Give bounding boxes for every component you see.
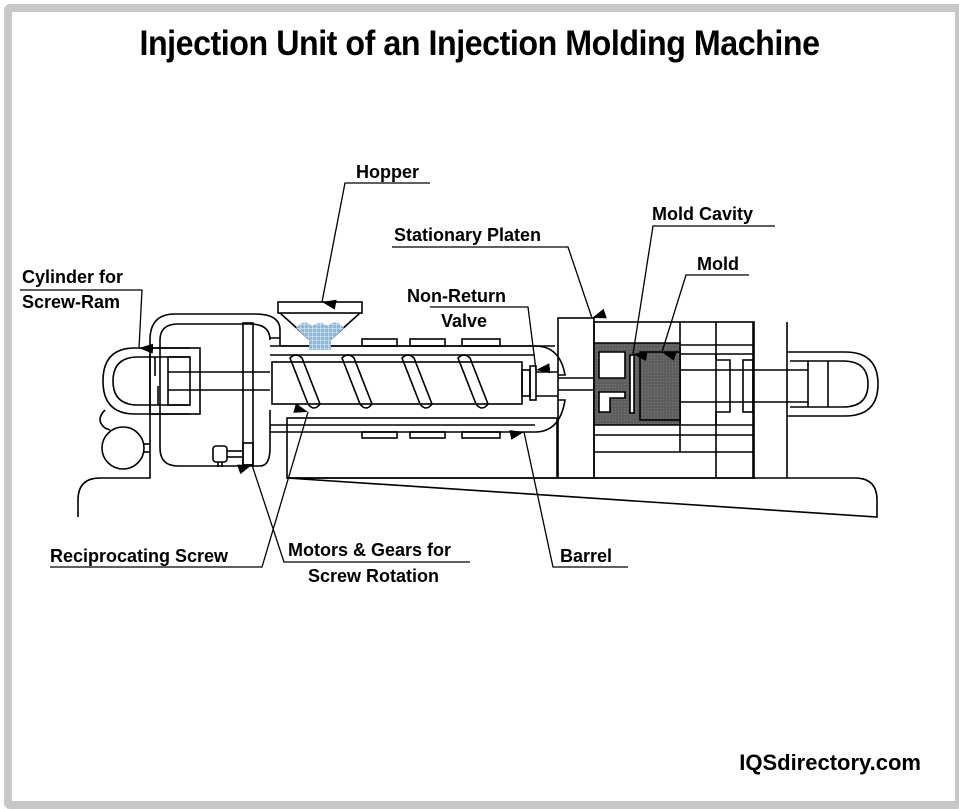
screw-flight [401,354,433,409]
hopper-pellets [296,322,344,350]
leader-barrel [509,430,628,568]
carriage-block [286,417,558,479]
label-non-return-line1: Non-Return [407,286,506,306]
heater-band [409,431,446,439]
diagram-title: Injection Unit of an Injection Molding M… [139,24,820,63]
label-reciprocating-screw: Reciprocating Screw [50,546,229,566]
ram-cylinder [102,347,190,415]
mold-cavity [629,354,635,414]
heater-band [361,431,398,439]
pump-motor [101,426,145,470]
heater-band [461,338,501,347]
screw-shaft [271,361,523,405]
clamp-cylinder [787,351,879,417]
label-barrel: Barrel [560,546,612,566]
label-mold: Mold [697,254,739,274]
leader-cylinder [20,289,154,354]
label-cylinder-line2: Screw-Ram [22,292,120,312]
label-motors-line1: Motors & Gears for [288,540,451,560]
leader-stationary-platen [392,246,607,319]
leader-hopper [321,182,430,310]
leader-motors [237,464,470,563]
label-non-return-line2: Valve [441,311,487,331]
heater-band [361,338,398,347]
label-stationary-platen: Stationary Platen [394,225,541,245]
label-mold-cavity: Mold Cavity [652,204,753,224]
screw-flight [289,354,321,409]
leader-mold-cavity [632,225,775,362]
brand-watermark: IQSdirectory.com [739,750,921,775]
label-hopper: Hopper [356,162,419,182]
label-motors-line2: Screw Rotation [308,566,439,586]
leader-mold [661,274,749,361]
machine-base [77,448,878,518]
heater-band [461,431,501,439]
screw-flight [341,354,373,409]
mold-half-right [639,351,681,421]
hopper-top [277,301,363,314]
label-cylinder-line1: Cylinder for [22,267,123,287]
barrel [270,345,566,433]
rotation-motor [212,445,228,463]
non-return-valve [521,369,531,397]
heater-band [409,338,446,347]
screw-flight [457,354,489,409]
leader-non-return-valve [430,306,551,374]
leader-reciprocating-screw [50,403,309,568]
stationary-platen [557,317,595,479]
hydraulic-frame [149,313,281,448]
